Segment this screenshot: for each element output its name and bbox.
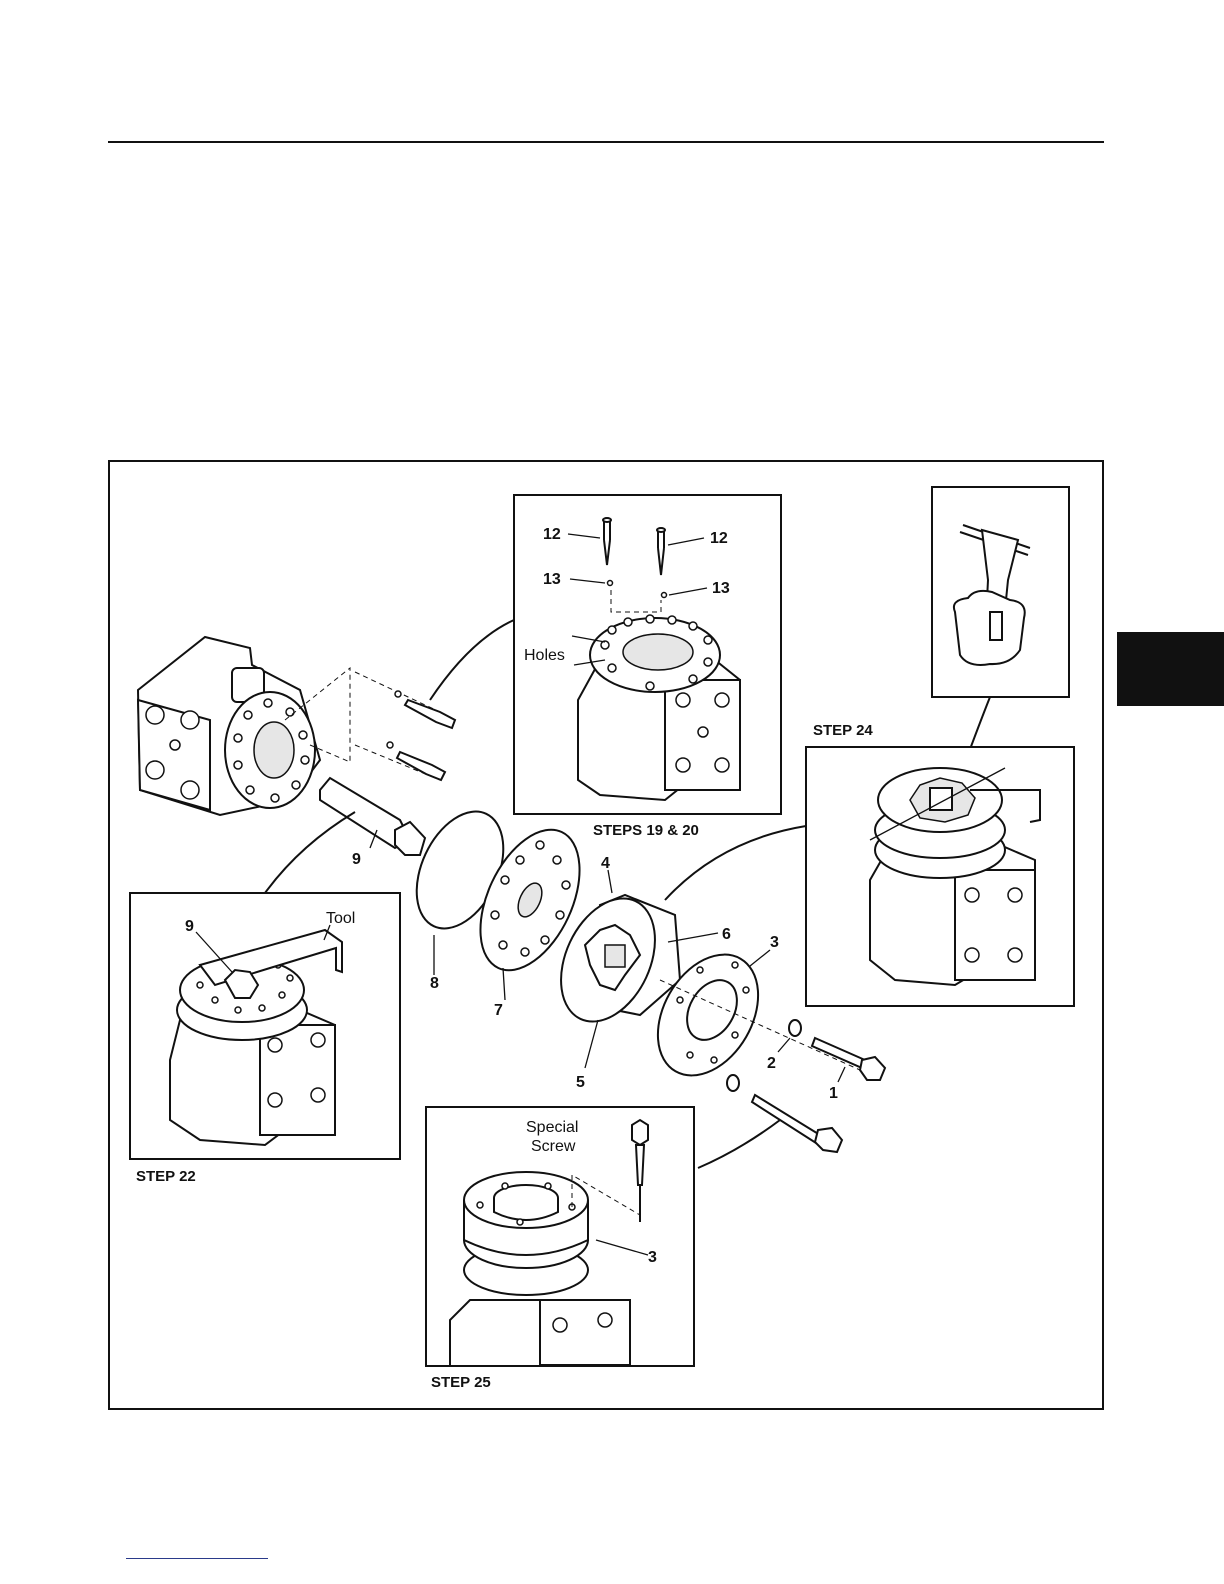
washer-2 — [789, 1020, 801, 1036]
callout-1: 1 — [829, 1085, 838, 1102]
inset-tool-detail — [932, 487, 1069, 697]
callout-12-left: 12 — [543, 526, 561, 543]
special-screw-label-line2: Screw — [531, 1138, 576, 1155]
main-housing — [138, 637, 320, 815]
callout-4: 4 — [601, 855, 610, 872]
screw-lower — [752, 1095, 842, 1152]
callout-9: 9 — [352, 851, 361, 868]
screw-1 — [812, 1038, 885, 1080]
washer-lower — [727, 1075, 739, 1091]
caption-step-24: STEP 24 — [813, 722, 873, 739]
inset-step-22: 9 Tool — [130, 893, 400, 1159]
leader-step25 — [698, 1120, 780, 1168]
callout-7: 7 — [494, 1002, 503, 1019]
callout-8: 8 — [430, 975, 439, 992]
leader-arc — [430, 620, 514, 700]
callout-6: 6 — [722, 926, 731, 943]
leader-step22 — [265, 812, 355, 893]
holes-label: Holes — [524, 647, 565, 664]
caption-step-22: STEP 22 — [136, 1168, 196, 1185]
callout-13-right: 13 — [712, 580, 730, 597]
callout-9-step22: 9 — [185, 918, 194, 935]
callout-3-step25: 3 — [648, 1249, 657, 1266]
caption-steps-19-20: STEPS 19 & 20 — [593, 822, 699, 839]
callout-3: 3 — [770, 934, 779, 951]
caption-step-25: STEP 25 — [431, 1374, 491, 1391]
inset-step-25: Special Screw 3 — [426, 1107, 694, 1366]
inset-steps-19-20: 12 12 13 13 Holes STEPS 19 & 20 — [514, 495, 781, 839]
special-screw-label-line1: Special — [526, 1119, 578, 1136]
inset-step-24: STEP 24 — [806, 722, 1074, 1006]
tool-label: Tool — [326, 910, 355, 927]
callout-13-left: 13 — [543, 571, 561, 588]
drive-part-9 — [320, 778, 425, 855]
callout-12-right: 12 — [710, 530, 728, 547]
callout-5: 5 — [576, 1074, 585, 1091]
callout-2: 2 — [767, 1055, 776, 1072]
